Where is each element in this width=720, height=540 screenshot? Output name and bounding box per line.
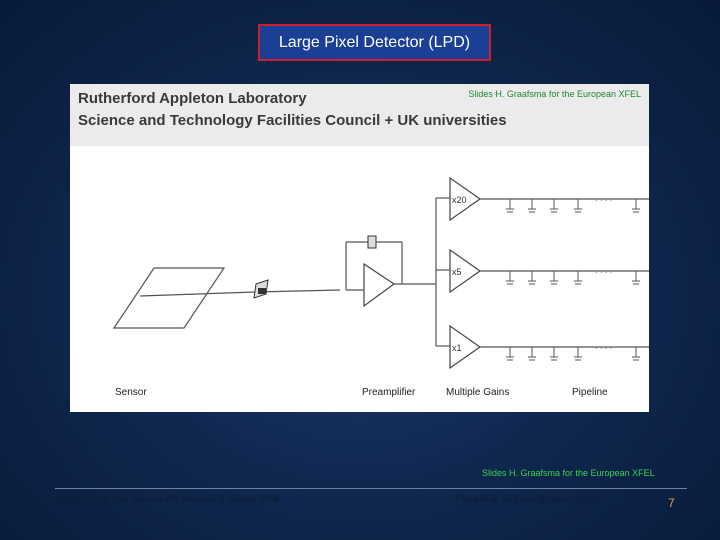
preamp-triangle (363, 262, 396, 308)
footer-divider (55, 488, 687, 489)
pipeline-row-x20 (506, 199, 640, 213)
footer-author: P.delpierre, delpierre@cppm.in2p3.fr (455, 494, 602, 504)
gain-label-x5: x5 (452, 267, 462, 277)
gain-label-x1: x1 (452, 343, 462, 353)
label-multiple-gains: Multiple Gains (446, 387, 510, 398)
pipeline-dots-x20: · · · · (595, 196, 612, 205)
bump-bond-icon (253, 279, 269, 299)
sensor-signal-line (139, 289, 341, 297)
detector-schematic: x20 x5 x1 · · · · · · · · · · · · (112, 176, 649, 370)
sensor-shape (112, 267, 226, 329)
figure-header: Rutherford Appleton Laboratory Science a… (70, 84, 649, 146)
gain-stage-x20 (449, 176, 649, 222)
label-pipeline: Pipeline (572, 387, 608, 398)
gain-stage-x5 (449, 248, 649, 294)
gain-label-x20: x20 (452, 195, 467, 205)
figure-credit: Slides H. Graafsma for the European XFEL (468, 89, 641, 99)
footer-event: Détecteteurs pour sources RX intenses, 2… (58, 494, 280, 504)
pipeline-dots-x1: · · · · (595, 344, 612, 353)
slide-credit: Slides H. Graafsma for the European XFEL (482, 468, 655, 478)
label-preamplifier: Preamplifier (362, 387, 416, 398)
header-line-1: Rutherford Appleton Laboratory (78, 90, 307, 107)
pipeline-row-x5 (506, 271, 640, 285)
preamp-feedback-icon (345, 235, 403, 290)
page-number: 7 (668, 496, 675, 510)
gain-stage-x1 (449, 324, 649, 370)
label-sensor: Sensor (115, 387, 147, 398)
header-line-2: Science and Technology Facilities Counci… (78, 112, 507, 129)
pipeline-dots-x5: · · · · (595, 268, 612, 277)
slide-title: Large Pixel Detector (LPD) (258, 24, 491, 61)
lpd-figure: Rutherford Appleton Laboratory Science a… (70, 84, 649, 412)
pipeline-row-x1 (506, 347, 640, 361)
